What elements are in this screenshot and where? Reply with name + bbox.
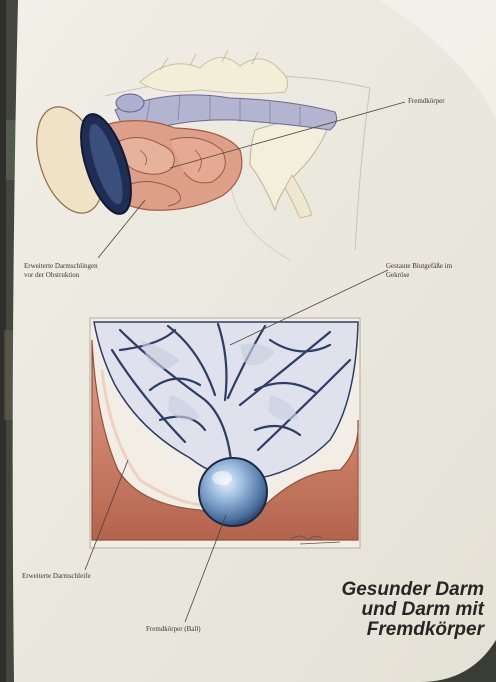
label-blutgefaesse: Gestaute Blutgefäße im Gekröse <box>386 262 452 280</box>
ball <box>199 458 267 526</box>
bottom-illustration <box>90 318 360 548</box>
caption: Gesunder Darm und Darm mit Fremdkörper <box>284 580 484 640</box>
label-fremdkoerper: Fremdkörper <box>408 97 445 106</box>
label-darmschleife: Erweiterte Darmschleife <box>22 572 91 581</box>
caption-line1: Gesunder Darm <box>284 580 484 600</box>
caption-line2: und Darm mit <box>284 600 484 620</box>
label-darmschlingen: Erweiterte Darmschlingen vor der Obstruk… <box>24 262 98 280</box>
caption-line3: Fremdkörper <box>284 620 484 640</box>
label-blutgefaesse-line2: Gekröse <box>386 271 452 280</box>
label-ball: Fremdkörper (Ball) <box>146 625 201 634</box>
label-blutgefaesse-line1: Gestaute Blutgefäße im <box>386 262 452 271</box>
label-darmschlingen-line2: vor der Obstruktion <box>24 271 98 280</box>
label-darmschlingen-line1: Erweiterte Darmschlingen <box>24 262 98 271</box>
